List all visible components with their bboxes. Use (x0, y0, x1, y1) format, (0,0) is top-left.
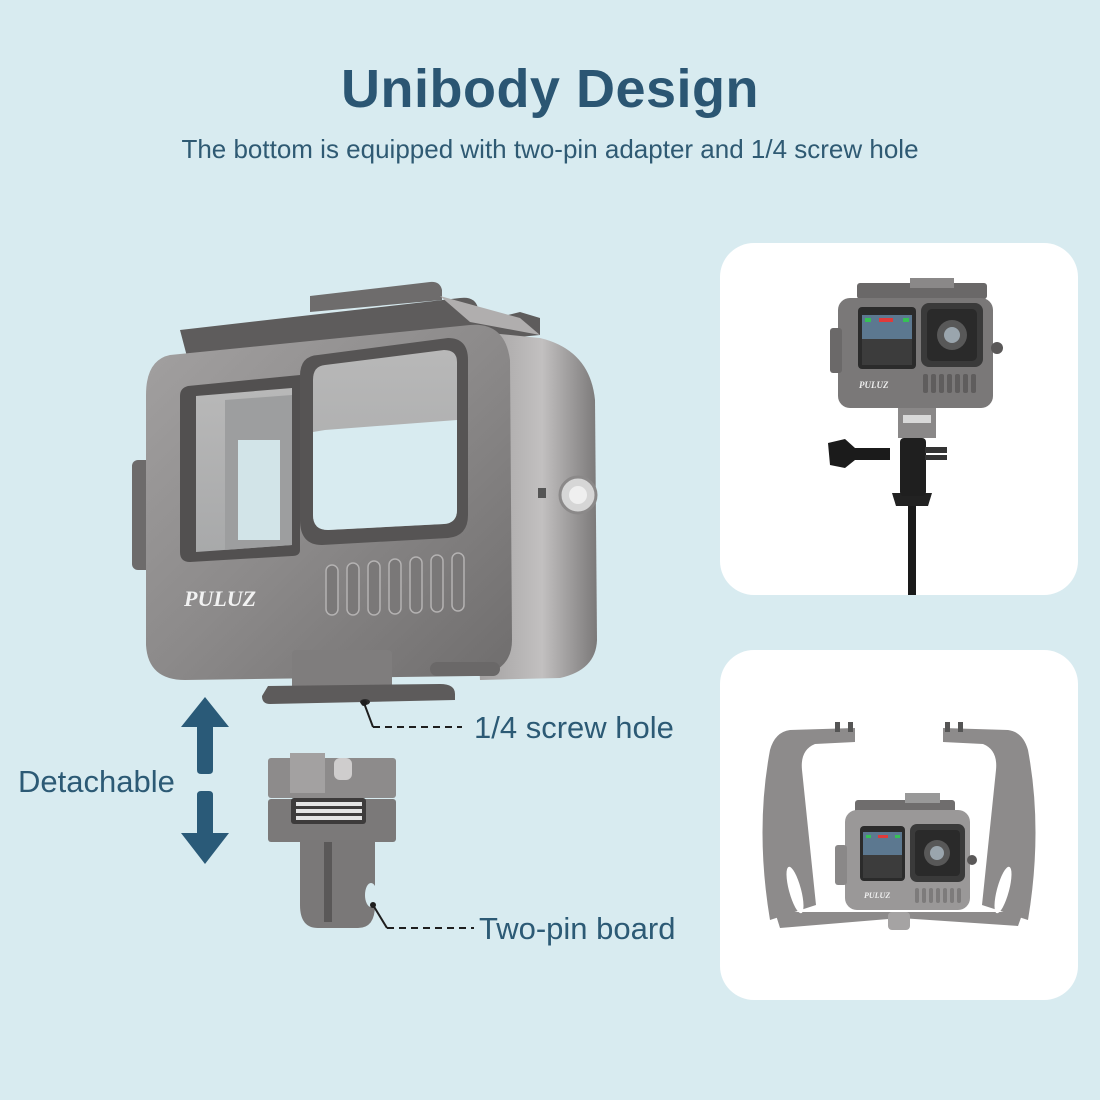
detach-arrows (181, 697, 229, 864)
arrow-down-icon (181, 791, 229, 864)
rig-frame (762, 728, 1036, 928)
bottom-mount (262, 650, 500, 705)
screw-hole-label: 1/4 screw hole (474, 710, 674, 745)
handheld-rig-card: PULUZ (720, 650, 1078, 1000)
card1-brand-logo: PULUZ (859, 380, 889, 390)
detachable-label: Detachable (18, 764, 175, 799)
card2-brand-logo: PULUZ (864, 891, 890, 900)
brand-logo: PULUZ (183, 586, 256, 611)
handheld-rig-photo: PULUZ (762, 722, 1036, 930)
vent-slots (325, 552, 465, 616)
two-pin-adapter (268, 753, 396, 928)
two-pin-board-label: Two-pin board (479, 911, 676, 946)
selfie-stick-mount-card: PULUZ (720, 243, 1078, 595)
arrow-up-icon (181, 697, 229, 774)
selfie-stick-mount-photo: PULUZ (828, 278, 1003, 595)
leader-lines (363, 702, 474, 929)
page-title: Unibody Design (340, 59, 759, 119)
page-subtitle: The bottom is equipped with two-pin adap… (181, 134, 919, 164)
